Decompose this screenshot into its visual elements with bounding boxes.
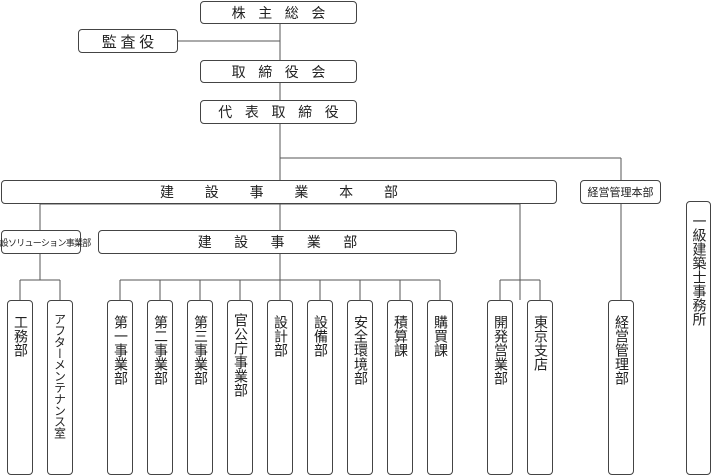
dept-kaihatsu: 開発営業部 xyxy=(487,300,513,475)
node-label: 取締役会 xyxy=(231,64,338,81)
dept-dai1: 第一事業部 xyxy=(107,300,133,475)
dept-setsubi: 設備部 xyxy=(307,300,333,475)
dept-kobai: 購買課 xyxy=(427,300,453,475)
dept-tokyo-branch: 東京支店 xyxy=(527,300,553,475)
node-label: 第三事業部 xyxy=(192,315,208,385)
node-architect-office: 一級建築士事務所 xyxy=(686,201,711,475)
node-board: 取締役会 xyxy=(200,60,357,83)
node-construction-hq: 建設事業本部 xyxy=(1,180,557,204)
node-label: 株主総会 xyxy=(231,5,338,22)
node-label: 建設ソリューション事業部 xyxy=(0,238,91,249)
dept-after-maintenance: アフターメンテナンス室 xyxy=(47,300,73,475)
node-label: 経営管理部 xyxy=(613,315,629,385)
node-label: 建設事業部 xyxy=(197,235,380,251)
node-label: 設備部 xyxy=(312,315,328,357)
dept-dai2: 第二事業部 xyxy=(147,300,173,475)
node-president: 代表取締役 xyxy=(200,100,357,124)
dept-koumu: 工務部 xyxy=(7,300,33,475)
node-label: 一級建築士事務所 xyxy=(690,214,707,326)
node-label: 第二事業部 xyxy=(152,315,168,385)
node-label: 積算課 xyxy=(392,315,408,357)
dept-anzen: 安全環境部 xyxy=(347,300,373,475)
node-label: 設計部 xyxy=(272,315,288,357)
dept-keiei: 経営管理部 xyxy=(608,300,634,475)
node-construction-division: 建設事業部 xyxy=(98,230,457,254)
node-label: 代表取締役 xyxy=(218,105,352,121)
node-auditor: 監査役 xyxy=(78,29,178,53)
dept-dai3: 第三事業部 xyxy=(187,300,213,475)
dept-kankocho: 官公庁事業部 xyxy=(227,300,253,475)
node-label: 工務部 xyxy=(12,315,28,357)
node-label: 購買課 xyxy=(432,315,448,357)
dept-sekisan: 積算課 xyxy=(387,300,413,475)
node-label: 第一事業部 xyxy=(112,315,128,385)
node-label: 建設事業本部 xyxy=(159,185,429,201)
node-label: 開発営業部 xyxy=(492,315,508,385)
node-label: アフターメンテナンス室 xyxy=(52,313,67,439)
node-label: 官公庁事業部 xyxy=(232,313,248,397)
node-label: 監査役 xyxy=(101,32,158,51)
node-solution-division: 建設ソリューション事業部 xyxy=(0,230,91,254)
node-management-hq: 経営管理本部 xyxy=(580,180,661,204)
node-shareholders: 株主総会 xyxy=(200,1,357,24)
dept-sekkei: 設計部 xyxy=(267,300,293,475)
node-label: 東京支店 xyxy=(532,315,548,371)
node-label: 安全環境部 xyxy=(352,315,368,385)
node-label: 経営管理本部 xyxy=(587,186,654,199)
